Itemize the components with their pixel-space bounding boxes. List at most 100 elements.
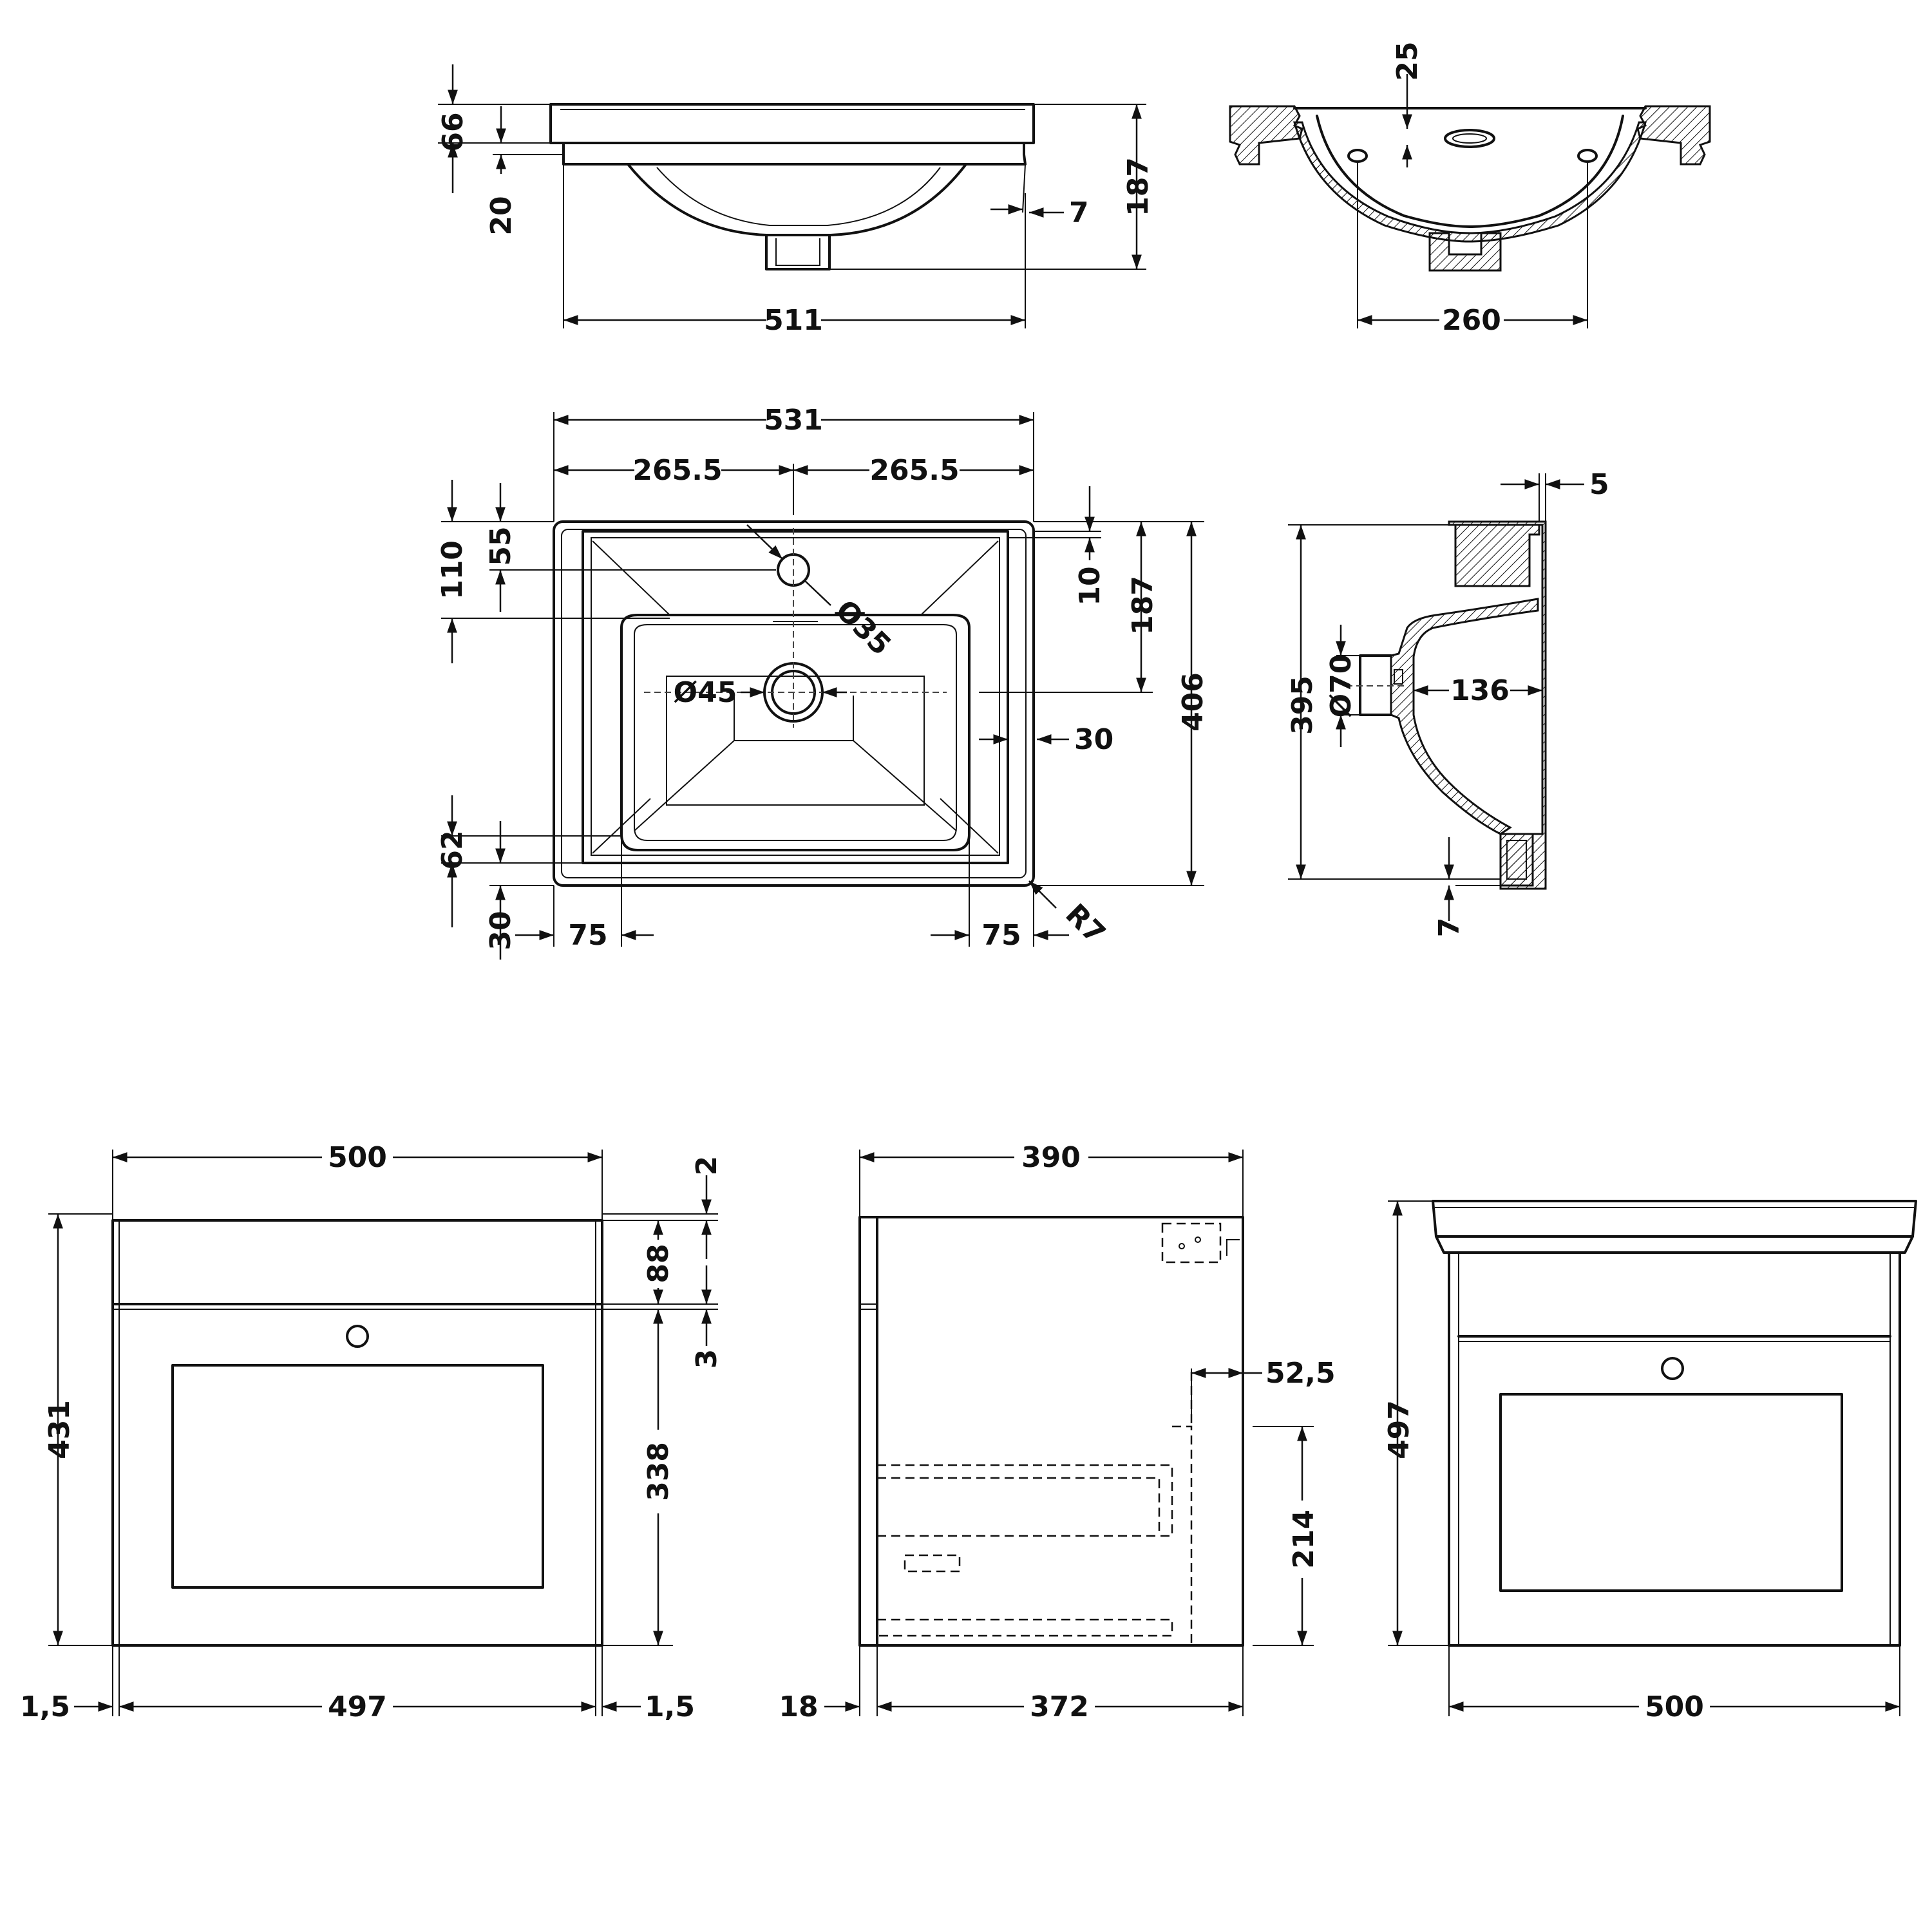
plan-deck [582, 530, 1009, 864]
dim-30-right-label: 30 [1074, 723, 1113, 756]
plan-waste-recess [734, 696, 854, 741]
unit-carcass [111, 1219, 603, 1647]
profile-bowl-wall [1390, 598, 1539, 835]
dim-372-label: 372 [1030, 1690, 1089, 1723]
dim-7-label: 7 [1069, 196, 1089, 229]
plan-outer-edge [553, 520, 1035, 887]
dim-phi35-label: Ø35 [829, 594, 897, 662]
side-bracket-hook [1226, 1239, 1240, 1256]
basin-bowl-inner [656, 167, 941, 226]
basin-waste-inner [775, 238, 820, 266]
section-bowl-inner [1316, 115, 1624, 228]
dim-52-5-label: 52,5 [1265, 1357, 1336, 1390]
side-carcass [858, 1216, 1244, 1647]
dim-136-label: 136 [1450, 674, 1510, 707]
plan-corner-lines [592, 540, 999, 854]
profile-overflow [1394, 669, 1403, 685]
dim-62-label: 62 [436, 830, 469, 869]
profile-bottom-rim-inner [1506, 840, 1527, 880]
plan-bowl-floor [666, 676, 925, 806]
dim-18-label: 18 [779, 1690, 818, 1723]
dim-390-label: 390 [1021, 1141, 1081, 1174]
side-bracket-screw-2 [1195, 1236, 1201, 1243]
assembled-basin-lip [1435, 1235, 1914, 1254]
profile-bottom-rim [1499, 833, 1534, 887]
tap-hole-slot [1444, 129, 1495, 148]
section-left-rim [1229, 105, 1303, 166]
unit-door-knob [346, 1325, 369, 1348]
dim-r7-leader [1028, 880, 1057, 909]
basin-bowl [627, 163, 967, 236]
dim-3-label: 3 [690, 1349, 723, 1369]
dim-r7-label: R7 [1059, 898, 1112, 951]
basin-plan-view: 531 265.5 265.5 110 55 Ø35 Ø45 10 187 [436, 404, 1209, 960]
dim-497-asm-label: 497 [1383, 1400, 1416, 1459]
plan-floor-slopes [634, 740, 957, 831]
plan-bowl-inner [634, 624, 957, 841]
section-fixing-hole-left [1347, 149, 1368, 163]
dim-25-label: 25 [1391, 41, 1424, 80]
assembled-basin-top [1432, 1200, 1917, 1238]
basin-profile-section: 5 395 Ø70 136 7 [1286, 468, 1609, 937]
profile-top-rim [1454, 524, 1540, 587]
assembled-front-elevation: 497 500 [1383, 1200, 1917, 1723]
unit-side-elevation: 390 52,5 214 18 372 [779, 1141, 1335, 1723]
dim-66-label: 66 [437, 112, 469, 151]
dim-406-label: 406 [1177, 672, 1209, 732]
dim-187-plan-label: 187 [1126, 576, 1159, 635]
section-bowl-wall [1293, 121, 1647, 243]
dim-497-label: 497 [328, 1690, 387, 1723]
side-bracket-screw-1 [1179, 1243, 1185, 1249]
basin-rear-edge [1022, 164, 1026, 213]
assembled-door-panel [1499, 1393, 1843, 1592]
dim-phi45-label: Ø45 [674, 676, 737, 709]
dim-20-label: 20 [485, 196, 518, 235]
basin-rim-lip [562, 142, 1027, 166]
dim-55-label: 55 [484, 526, 517, 565]
tap-hole-slot-inner [1452, 133, 1487, 144]
section-waste [1428, 232, 1502, 272]
assembled-door-knob [1661, 1357, 1684, 1380]
basin-side-elevation: 511 66 20 7 187 [437, 64, 1155, 337]
side-drawer-handle-slot [904, 1554, 961, 1573]
dim-431-label: 431 [43, 1400, 76, 1459]
dim-phi35-leader-out [804, 580, 831, 606]
dim-1-5-right-label: 1,5 [645, 1690, 695, 1723]
dim-phi35-leader-in [746, 524, 783, 560]
dim-110-label: 110 [436, 540, 469, 600]
dim-75-right-label: 75 [981, 919, 1021, 952]
side-drawer-upper [877, 1464, 1173, 1537]
dim-265-right-label: 265.5 [869, 454, 959, 487]
unit-carcass-inner [118, 1220, 596, 1646]
section-right-rim [1636, 105, 1711, 166]
assembled-carcass [1448, 1251, 1901, 1647]
dim-88-label: 88 [642, 1244, 675, 1283]
dim-338-label: 338 [642, 1442, 675, 1501]
dim-1-5-left-label: 1,5 [20, 1690, 70, 1723]
basin-section-view: 25 260 [1229, 41, 1711, 337]
side-back-panel [1172, 1425, 1193, 1645]
basin-rim [549, 103, 1035, 144]
dim-10-label: 10 [1074, 566, 1106, 605]
dim-phi70-label: Ø70 [1325, 654, 1358, 718]
dim-500-asm-label: 500 [1645, 1690, 1704, 1723]
unit-front-elevation: 500 431 2 88 3 338 1,5 497 1,5 [20, 1141, 723, 1723]
side-drawer-upper-inner [877, 1477, 1160, 1536]
dim-5-label: 5 [1589, 468, 1609, 501]
section-fixing-hole-right [1577, 149, 1598, 163]
dim-2-label: 2 [690, 1156, 723, 1176]
unit-door-panel [171, 1364, 544, 1589]
dim-214-label: 214 [1287, 1510, 1320, 1569]
dim-7-profile-label: 7 [1433, 918, 1466, 938]
plan-bowl-outer [620, 614, 971, 851]
dim-75-left-label: 75 [568, 919, 607, 952]
dim-395-label: 395 [1286, 676, 1319, 735]
dim-531-label: 531 [764, 404, 823, 437]
plan-deck-inner [591, 537, 1000, 856]
dim-30-bottom-label: 30 [484, 911, 517, 950]
profile-waste-spigot [1359, 654, 1392, 716]
dim-260-label: 260 [1442, 304, 1501, 337]
basin-waste-outlet [765, 234, 831, 270]
dim-187-label: 187 [1122, 157, 1155, 216]
